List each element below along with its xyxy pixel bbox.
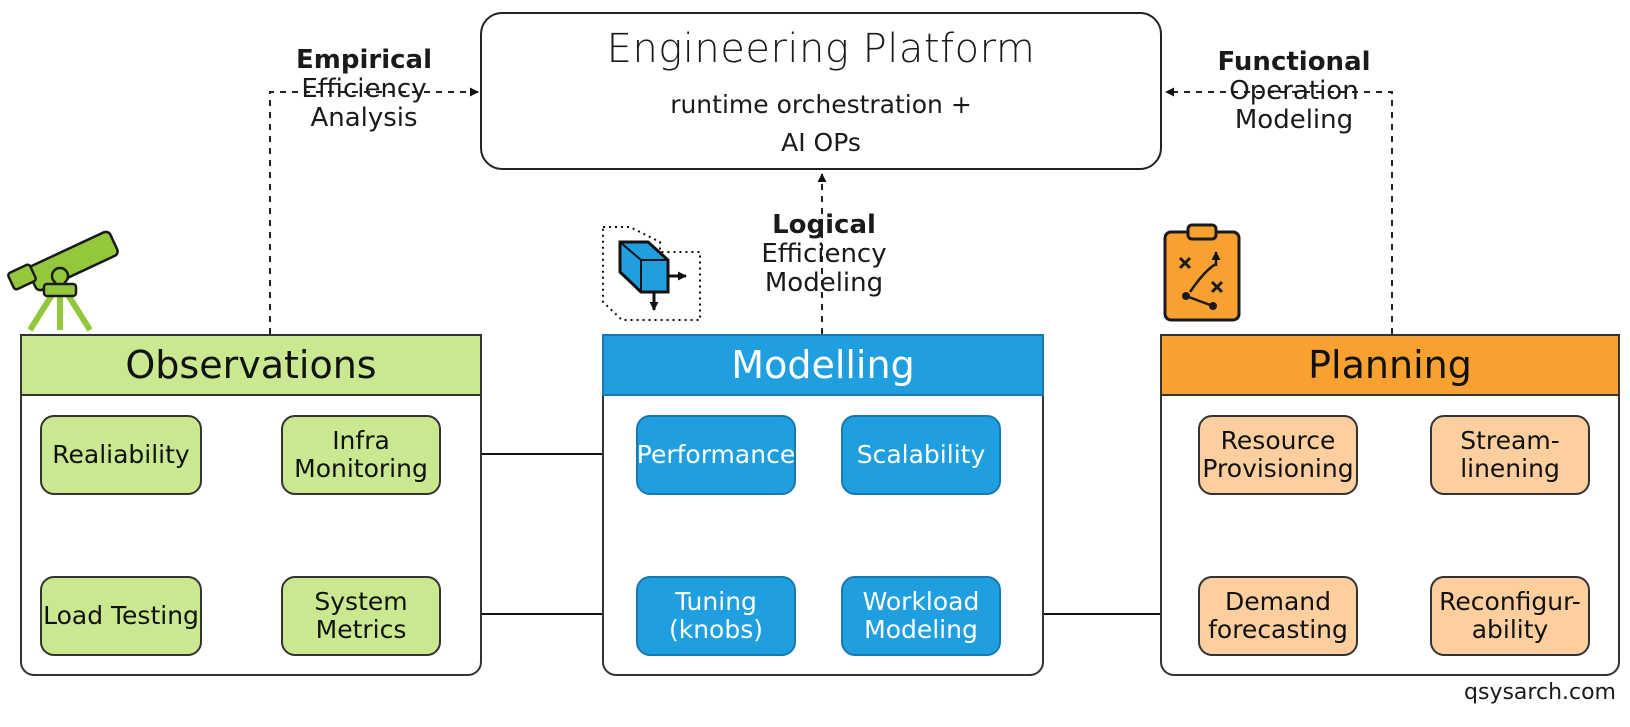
node-reconfig-label-2: ability [1471,615,1549,644]
node-metrics-label-2: Metrics [315,615,407,644]
logical-label: Logical Efficiency Modeling [744,211,904,298]
node-performance-label: Performance [636,440,796,469]
platform-subtitle-line2: AI OPs [781,128,861,157]
engineering-platform-box: Engineering Platform runtime orchestrati… [480,12,1162,170]
modelling-header: Modelling [602,334,1044,396]
node-metrics-label-1: System [314,587,408,616]
node-infra-label-1: Infra [332,426,390,455]
node-load-label: Load Testing [43,601,199,630]
clipboard-strategy-icon [1163,223,1241,322]
platform-title: Engineering Platform [606,26,1036,72]
node-demand-forecasting: Demand forecasting [1198,576,1358,656]
node-scalability-label: Scalability [856,440,986,469]
functional-connector [1165,87,1393,334]
node-stream-label-2: linening [1460,454,1560,483]
functional-label-line2: Modeling [1234,105,1354,135]
logical-label-line1: Efficiency [761,239,887,269]
node-load-testing: Load Testing [40,576,202,656]
logical-label-bold: Logical [772,210,876,240]
node-performance: Performance [636,415,796,495]
logical-label-line2: Modeling [764,268,884,298]
platform-subtitle-line1: runtime orchestration + [670,90,972,119]
observations-header: Observations [20,334,482,396]
credit-text: qsysarch.com [1464,680,1616,705]
platform-subtitle: runtime orchestration + AI OPs [482,86,1160,162]
functional-label-line1: Operation [1229,76,1359,106]
functional-label-bold: Functional [1217,47,1371,77]
node-reliability: Realiability [40,415,202,495]
node-tuning-label-1: Tuning [675,587,757,616]
node-reconfigurability: Reconfigur- ability [1430,576,1590,656]
node-workload-modeling: Workload Modeling [841,576,1001,656]
node-tuning-label-2: (knobs) [668,615,764,644]
functional-label: Functional Operation Modeling [1214,48,1374,135]
node-reconfig-label-1: Reconfigur- [1439,587,1581,616]
node-demand-label-1: Demand [1224,587,1332,616]
node-resource-label-1: Resource [1220,426,1336,455]
empirical-connector [269,87,479,334]
cube-arrows-icon [602,226,701,321]
node-stream-label-1: Stream- [1460,426,1560,455]
node-infra-label-2: Monitoring [294,454,428,483]
node-streamlining: Stream- linening [1430,415,1590,495]
node-demand-label-2: forecasting [1208,615,1348,644]
node-reliability-label: Realiability [52,440,190,469]
empirical-label-line1: Efficiency [301,74,427,104]
node-resource-label-2: Provisioning [1202,454,1354,483]
node-system-metrics: System Metrics [281,576,441,656]
node-resource-provisioning: Resource Provisioning [1198,415,1358,495]
node-workload-label-1: Workload [862,587,980,616]
empirical-label-bold: Empirical [296,45,432,75]
empirical-label: Empirical Efficiency Analysis [284,46,444,133]
node-tuning: Tuning (knobs) [636,576,796,656]
node-scalability: Scalability [841,415,1001,495]
telescope-icon [7,230,119,332]
planning-header: Planning [1160,334,1620,396]
node-infra-monitoring: Infra Monitoring [281,415,441,495]
node-workload-label-2: Modeling [864,615,978,644]
empirical-label-line2: Analysis [310,103,418,133]
